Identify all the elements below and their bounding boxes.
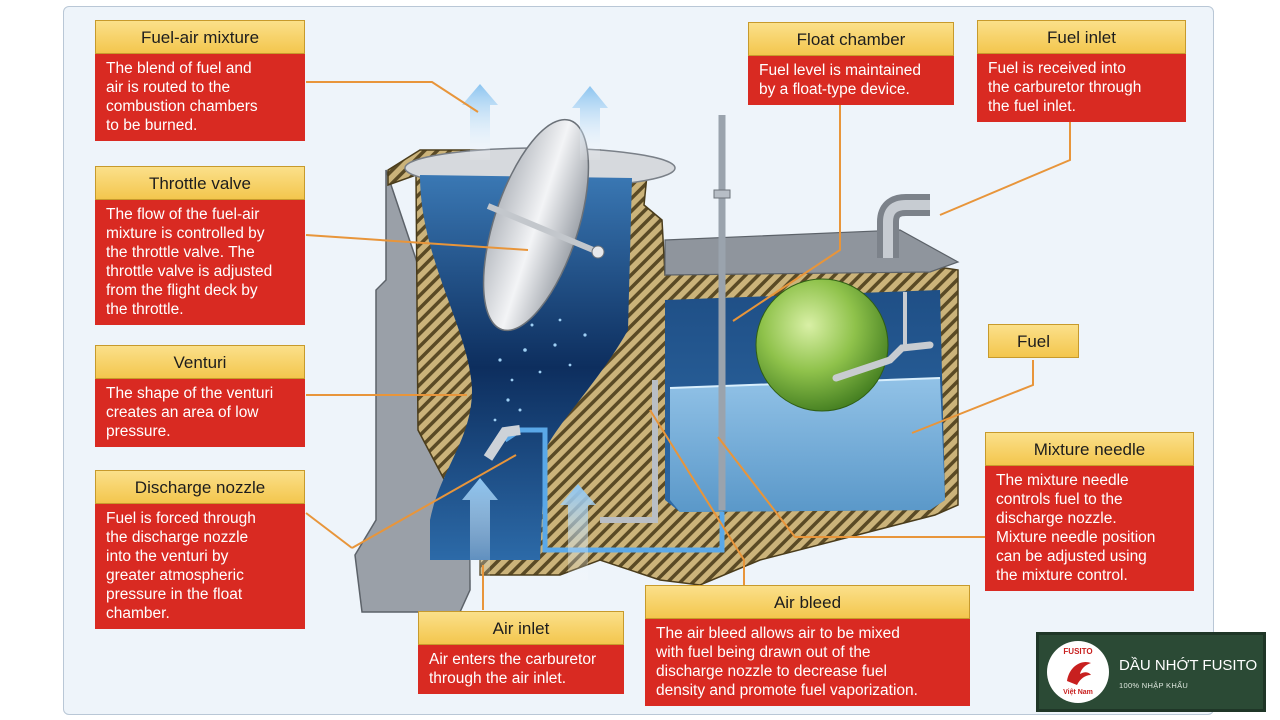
callout-line: can be adjusted using [996, 548, 1147, 565]
callout-line: pressure. [106, 423, 171, 440]
callout-title: Mixture needle [985, 432, 1194, 466]
leader-discharge-nozzle-2 [351, 454, 517, 549]
watermark-badge: FUSITO Việt Nam DẦU NHỚT FUSITO 100% NHẬ… [1036, 632, 1266, 712]
callout-line: with fuel being drawn out of the [656, 644, 871, 661]
fusito-logo: FUSITO Việt Nam [1047, 641, 1109, 703]
fuel-droplets [493, 318, 587, 422]
callout-line: combustion chambers [106, 98, 258, 115]
callout-text: The blend of fuel and air is routed to t… [95, 54, 305, 141]
callout-line: discharge nozzle to decrease fuel [656, 663, 887, 680]
callout-title: Float chamber [748, 22, 954, 56]
callout-line: The shape of the venturi [106, 385, 274, 402]
leader-lines [305, 81, 1071, 610]
callout-line: Mixture needle position [996, 529, 1156, 546]
callout-line: The air bleed allows air to be mixed [656, 625, 900, 642]
callout-line: from the flight deck by [106, 282, 258, 299]
needle-collar [713, 189, 731, 199]
callout-venturi: Venturi The shape of the venturi creates… [95, 345, 305, 447]
fuel-inlet-pipe-highlight [883, 200, 930, 258]
callout-discharge-nozzle: Discharge nozzle Fuel is forced through … [95, 470, 305, 629]
callout-line: discharge nozzle. [996, 510, 1117, 527]
callout-line: The mixture needle [996, 472, 1129, 489]
fuel-volume [670, 378, 945, 512]
callout-float-chamber: Float chamber Fuel level is maintained b… [748, 22, 954, 105]
airflow-arrow-in-right [560, 484, 596, 580]
callout-line: mixture is controlled by [106, 225, 265, 242]
leader-discharge-nozzle [305, 512, 353, 549]
callout-title: Discharge nozzle [95, 470, 305, 504]
callout-line: Fuel is forced through [106, 510, 256, 527]
brand-name: DẦU NHỚT FUSITO [1119, 657, 1258, 674]
callout-line: Air enters the carburetor [429, 651, 597, 668]
callout-line: the mixture control. [996, 567, 1128, 584]
brand-tagline: 100% NHẬP KHẨU [1119, 681, 1189, 690]
callout-line: chamber. [106, 605, 170, 622]
callout-line: The flow of the fuel-air [106, 206, 260, 223]
callout-line: the discharge nozzle [106, 529, 249, 546]
callout-line: Fuel level is maintained [759, 62, 921, 79]
callout-title: Air inlet [418, 611, 624, 645]
callout-air-inlet: Air inlet Air enters the carburetor thro… [418, 611, 624, 694]
leader-throttle-valve [305, 234, 529, 251]
callout-line: the fuel inlet. [988, 98, 1076, 115]
logo-top-text: FUSITO [1063, 647, 1093, 656]
callout-line: into the venturi by [106, 548, 229, 565]
callout-line: by a float-type device. [759, 81, 910, 98]
air-bleed-tube [600, 380, 658, 523]
callout-line: creates an area of low [106, 404, 259, 421]
callout-text: The shape of the venturi creates an area… [95, 379, 305, 447]
callout-line: throttle valve is adjusted [106, 263, 273, 280]
eagle-icon [1067, 661, 1091, 685]
callout-air-bleed: Air bleed The air bleed allows air to be… [645, 585, 970, 706]
callout-text: The mixture needle controls fuel to the … [985, 466, 1194, 591]
callout-throttle-valve: Throttle valve The flow of the fuel-air … [95, 166, 305, 325]
leader-fuel-inlet [939, 118, 1071, 216]
callout-line: the carburetor through [988, 79, 1142, 96]
callout-line: density and promote fuel vaporization. [656, 682, 918, 699]
callout-line: The blend of fuel and [106, 60, 252, 77]
callout-line: controls fuel to the [996, 491, 1123, 508]
callout-fuel: Fuel [988, 324, 1079, 358]
airflow-arrows [462, 84, 608, 580]
discharge-nozzle-tip [483, 425, 521, 461]
callout-fuel-air-mixture: Fuel-air mixture The blend of fuel and a… [95, 20, 305, 141]
callout-fuel-inlet: Fuel inlet Fuel is received into the car… [977, 20, 1186, 122]
callout-line: the throttle valve. The [106, 244, 255, 261]
logo-bottom-text: Việt Nam [1063, 689, 1093, 696]
airflow-arrow-in-left [462, 478, 498, 580]
callout-mixture-needle: Mixture needle The mixture needle contro… [985, 432, 1194, 591]
callout-line: to be burned. [106, 117, 198, 134]
callout-line: air is routed to the [106, 79, 231, 96]
callout-title: Throttle valve [95, 166, 305, 200]
leader-air-bleed [649, 409, 745, 585]
leader-float-chamber [732, 101, 841, 322]
leader-mixture-needle [717, 436, 985, 538]
callout-text: The air bleed allows air to be mixed wit… [645, 619, 970, 706]
leader-fuel [911, 360, 1034, 434]
callout-line: pressure in the float [106, 586, 243, 603]
float-ball [755, 278, 889, 412]
throttle-shaft [486, 203, 600, 255]
callout-line: through the air inlet. [429, 670, 567, 687]
leader-fuel-air-mixture [306, 81, 479, 113]
callout-title: Air bleed [645, 585, 970, 619]
callout-line: Fuel is received into [988, 60, 1126, 77]
float-arm [832, 341, 934, 382]
callout-text: Air enters the carburetor through the ai… [418, 645, 624, 694]
venturi-bore [420, 175, 632, 560]
callout-title: Fuel [988, 324, 1079, 358]
callout-text: Fuel is forced through the discharge noz… [95, 504, 305, 629]
throttle-shaft-end [591, 245, 605, 259]
airflow-arrow-out-left [462, 84, 498, 160]
airflow-arrow-out-right [572, 86, 608, 160]
callout-title: Fuel-air mixture [95, 20, 305, 54]
callout-title: Venturi [95, 345, 305, 379]
callout-line: greater atmospheric [106, 567, 244, 584]
callout-text: The flow of the fuel-air mixture is cont… [95, 200, 305, 325]
callout-line: the throttle. [106, 301, 184, 318]
callout-title: Fuel inlet [977, 20, 1186, 54]
callout-text: Fuel is received into the carburetor thr… [977, 54, 1186, 122]
callout-text: Fuel level is maintained by a float-type… [748, 56, 954, 105]
